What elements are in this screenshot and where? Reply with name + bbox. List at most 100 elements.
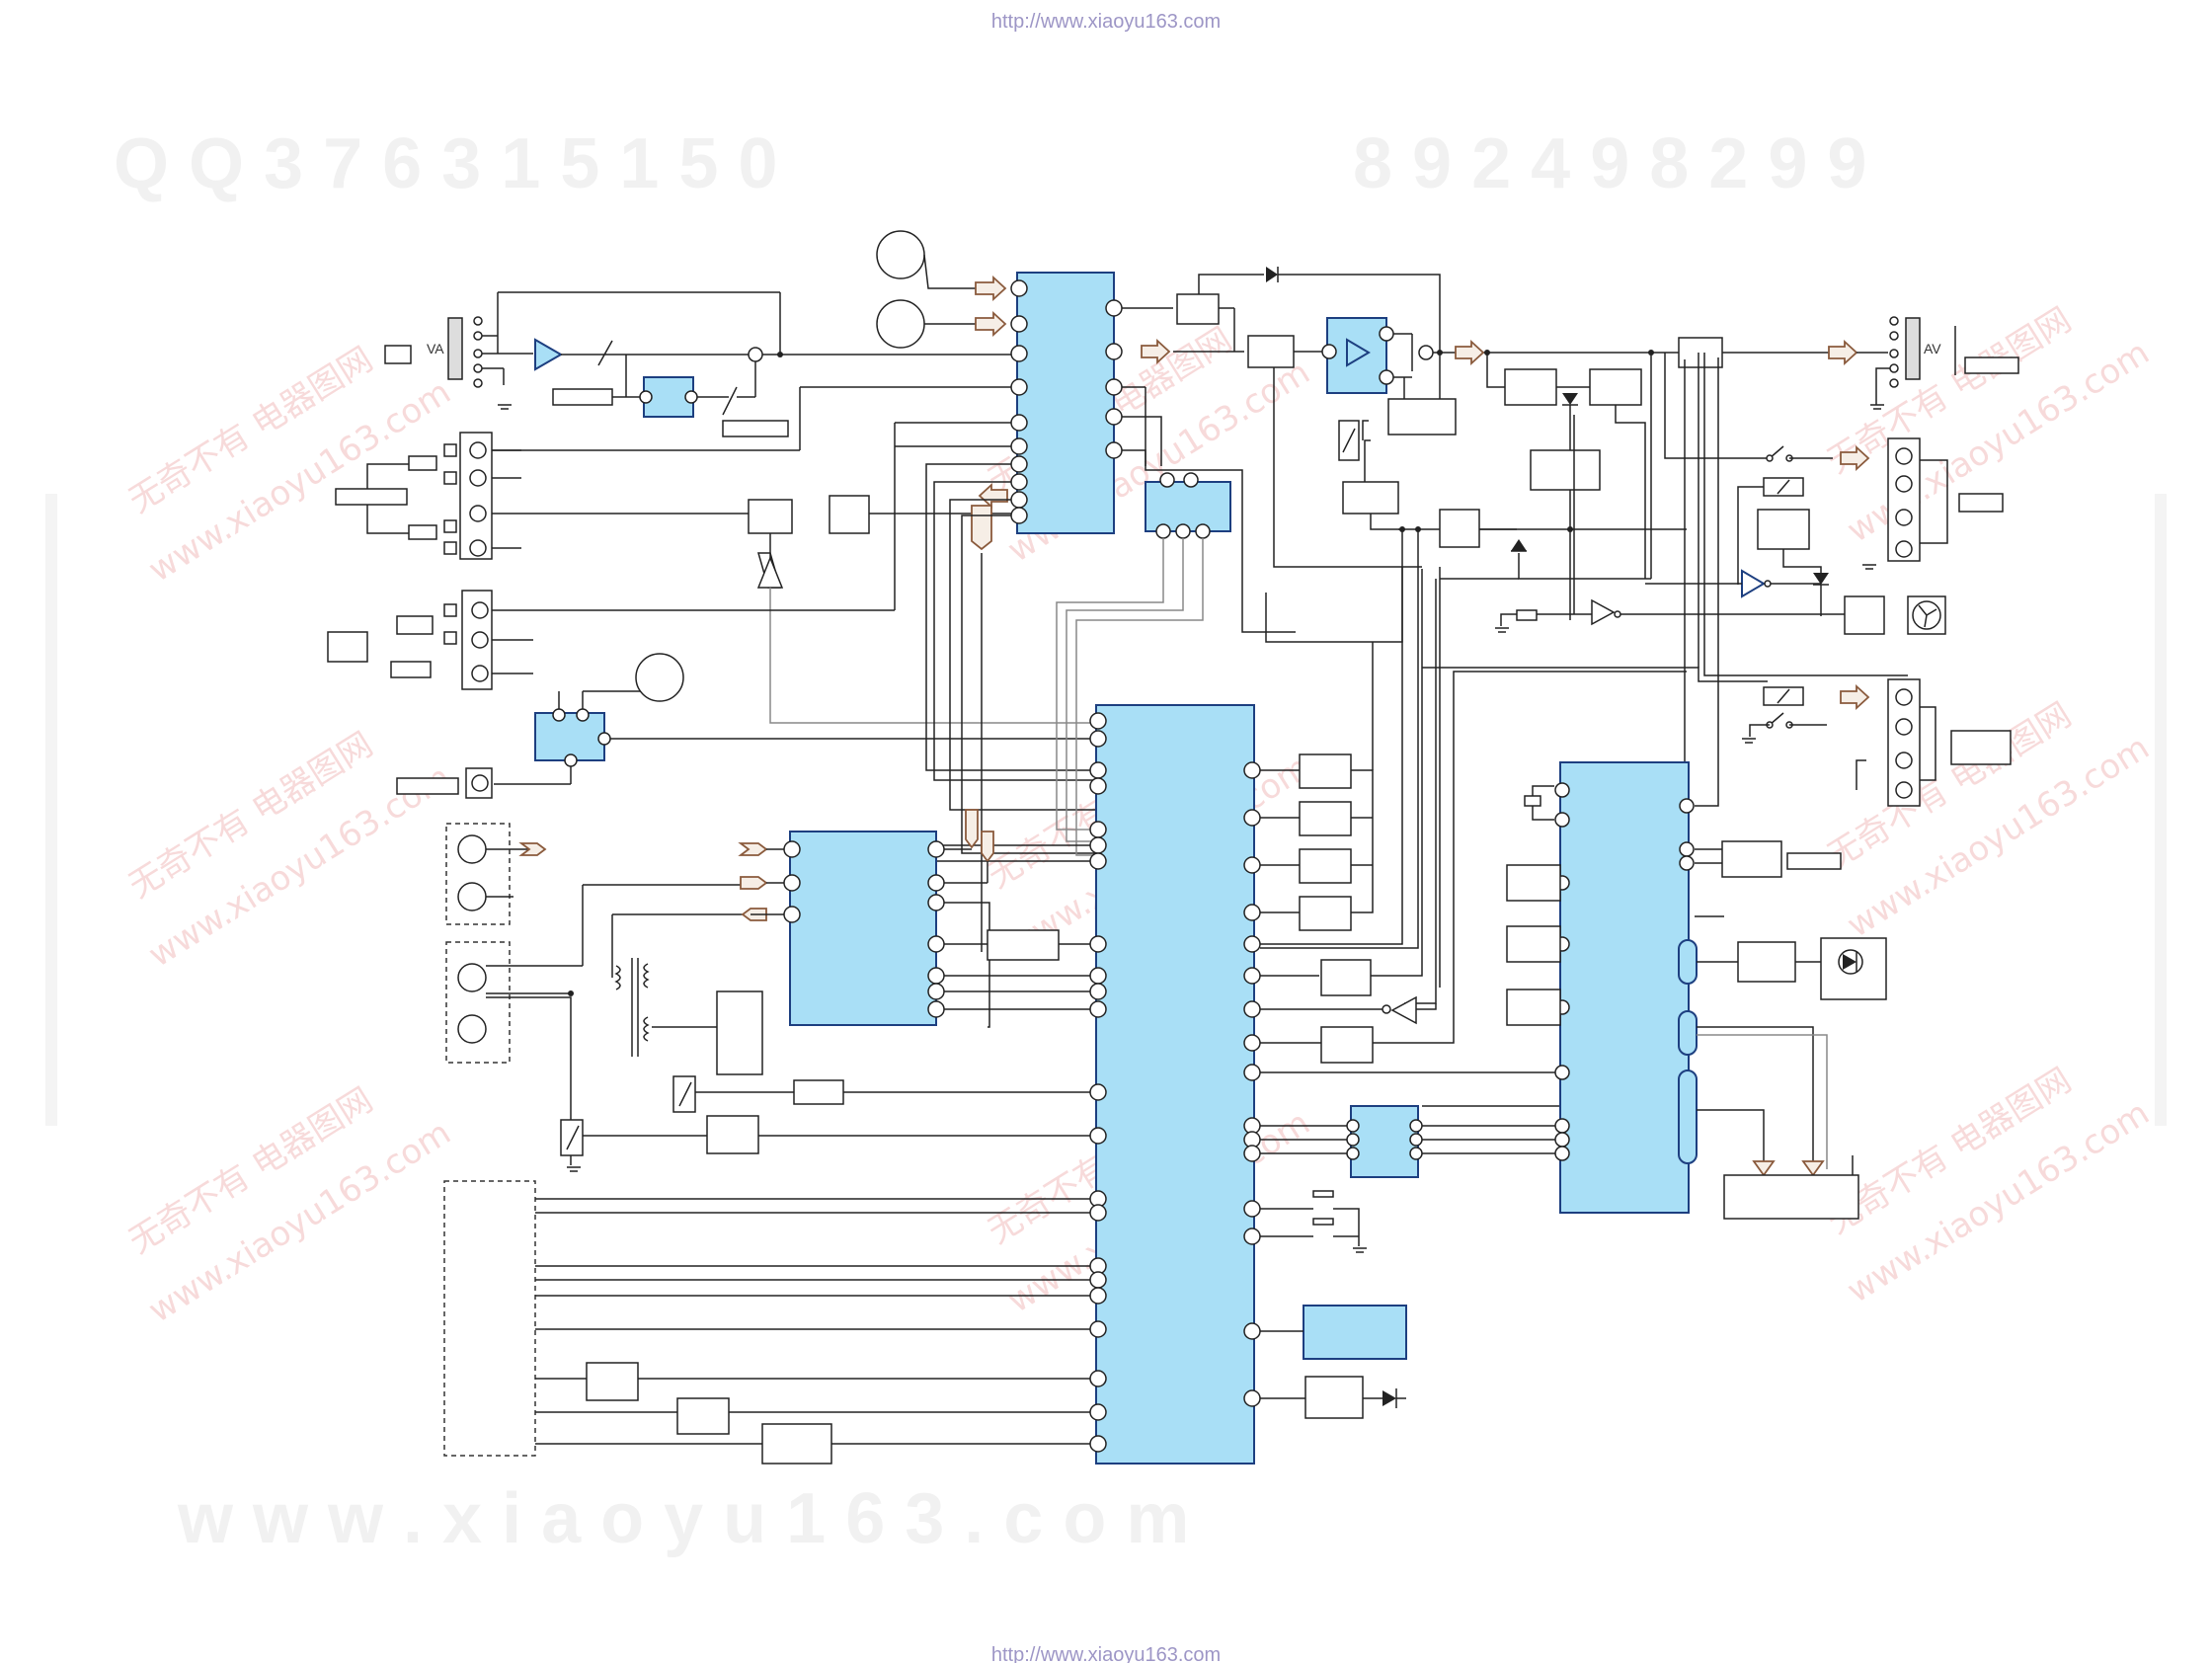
indicator-box — [1820, 937, 1887, 1000]
signal-arrow — [1840, 683, 1870, 711]
label-av: AV — [1924, 341, 1941, 356]
amplifier-triangle — [534, 338, 564, 371]
signal-arrow — [1840, 444, 1870, 472]
main-mcu — [535, 567, 1687, 1465]
ic-main-mcu — [1095, 704, 1255, 1465]
switch-block — [560, 1119, 584, 1156]
ic-expander — [1350, 1105, 1419, 1178]
speaker-relay-section — [1418, 353, 2012, 807]
block — [987, 929, 1060, 961]
watermark-url-top: http://www.xiaoyu163.com — [991, 11, 1221, 33]
watermark-url-bottom: http://www.xiaoyu163.com — [991, 1644, 1221, 1663]
signal-arrow — [971, 505, 992, 551]
dashed-speaker-group — [445, 823, 511, 925]
block — [1342, 481, 1399, 515]
tuner-block — [716, 990, 763, 1075]
output-path: AV — [1176, 267, 2019, 1004]
jack-av — [1905, 317, 1921, 380]
signal-arrow — [981, 831, 994, 863]
connector-oval — [1678, 1069, 1698, 1164]
label-va: VA — [427, 341, 444, 356]
block — [1299, 753, 1352, 789]
switch-ic — [534, 712, 605, 761]
block — [1387, 398, 1457, 436]
source-circle-2 — [876, 299, 925, 349]
block — [1530, 449, 1601, 491]
block — [1176, 293, 1220, 325]
left-input-section: VA — [327, 291, 1096, 1457]
signal-arrow — [1752, 1160, 1776, 1177]
signal-arrow — [1828, 339, 1858, 366]
signal-arrow — [1801, 1160, 1825, 1177]
block — [1721, 840, 1782, 878]
jack-va — [447, 317, 463, 380]
ic-output-amp — [1326, 317, 1387, 394]
watermark-site-bottom: w w w . x i a o y u 1 6 3 . c o m — [177, 1479, 1189, 1558]
block — [1506, 925, 1561, 963]
buffer-block — [829, 495, 870, 534]
watermark-qq-right: 8 9 2 4 9 8 2 9 9 — [1353, 124, 1866, 203]
connector-oval — [1678, 939, 1698, 985]
driver-block — [706, 1115, 759, 1154]
watermark-side-bars — [45, 494, 2167, 1126]
fan-driver — [1844, 595, 1885, 635]
ic-display-driver — [1303, 1305, 1407, 1360]
ground-symbols — [498, 404, 1884, 1253]
source-circle-1 — [876, 230, 925, 279]
block — [1247, 335, 1295, 368]
signal-arrow — [965, 809, 979, 849]
watermark-side-left — [45, 494, 57, 1126]
led-driver — [1304, 1376, 1364, 1419]
label-box — [722, 420, 789, 437]
block — [1589, 368, 1642, 406]
led-icon — [1382, 1390, 1396, 1406]
ic-panel-controller — [1559, 761, 1690, 1214]
block — [586, 1362, 639, 1401]
summing-node — [748, 347, 763, 362]
signal-arrow — [1141, 338, 1171, 365]
ic-small-mid — [1145, 481, 1231, 532]
block — [1299, 801, 1352, 836]
switch-block — [672, 1075, 696, 1113]
inverter-triangle — [756, 555, 784, 589]
block — [1504, 368, 1557, 406]
signal-arrow — [975, 275, 1007, 302]
block — [1439, 509, 1480, 548]
block — [1506, 989, 1561, 1026]
block — [1737, 941, 1796, 983]
signal-arrow — [738, 842, 768, 856]
block — [1320, 1026, 1374, 1064]
audio-processor-ic — [876, 230, 1296, 952]
signal-arrow — [975, 310, 1007, 338]
signal-arrow — [1455, 339, 1485, 366]
block — [1299, 848, 1352, 884]
resistor — [1516, 609, 1538, 621]
signal-arrow — [518, 842, 547, 856]
driver-block — [793, 1079, 844, 1105]
dashed-speaker-group — [445, 941, 511, 1064]
watermark-side-right — [2155, 494, 2167, 1126]
block — [1320, 959, 1372, 996]
led-icon — [1843, 954, 1856, 970]
panel-controller-ic — [1506, 357, 1887, 1220]
small-ic-mid — [1056, 472, 1231, 856]
buffer-block — [748, 499, 793, 534]
label-box — [1964, 356, 2019, 374]
block — [1757, 509, 1810, 550]
block — [761, 1423, 832, 1465]
label-box — [384, 345, 412, 364]
label-box — [552, 388, 613, 406]
dashed-front-panel — [443, 1180, 536, 1457]
block — [676, 1397, 730, 1435]
crystal — [1524, 795, 1541, 807]
display-panel — [1723, 1174, 1859, 1220]
watermark-qq-left: Q Q 3 7 6 3 1 5 1 5 0 — [114, 124, 777, 203]
block — [1506, 864, 1561, 902]
block — [1299, 896, 1352, 931]
ic-tuner — [789, 831, 937, 1026]
signal-arrow — [740, 876, 768, 890]
connector-oval — [1678, 1010, 1698, 1056]
ic-audio-processor — [1016, 272, 1115, 534]
tuner-ic — [518, 809, 1090, 1028]
